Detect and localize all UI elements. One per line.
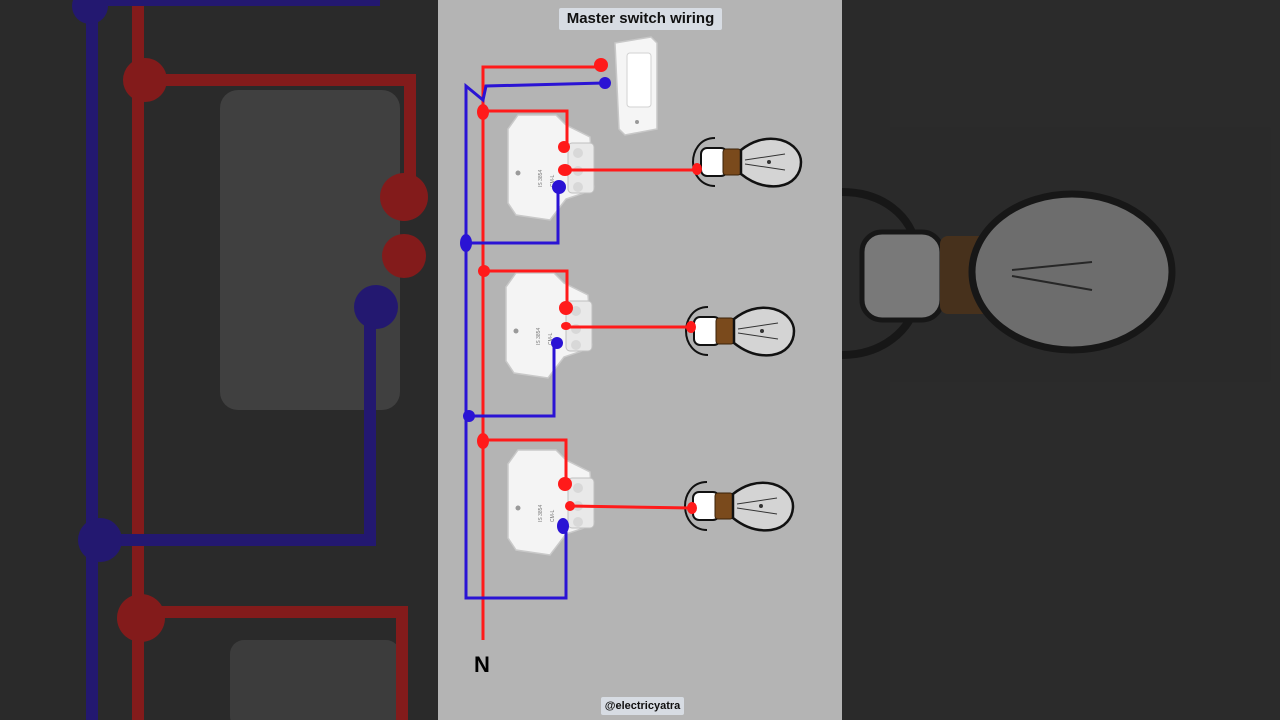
neutral-wires: [464, 81, 605, 600]
bulb-2: [684, 305, 796, 357]
bulb-1: [691, 136, 803, 188]
neutral-label: N: [474, 652, 490, 677]
switch-1: [507, 114, 595, 221]
switch-3: [507, 449, 595, 556]
left-zoomed-backdrop: [0, 0, 438, 720]
watermark: @electricyatra: [601, 697, 684, 715]
diagram-panel: IS 3854 CM-L: [438, 0, 842, 720]
diagram-title: Master switch wiring: [559, 8, 722, 30]
master-switch: [614, 36, 658, 136]
wiring-diagram: IS 3854 CM-L: [460, 36, 803, 640]
bulb-3: [683, 480, 795, 532]
junction-dots: [460, 58, 702, 534]
right-zoomed-backdrop: [842, 0, 1280, 720]
